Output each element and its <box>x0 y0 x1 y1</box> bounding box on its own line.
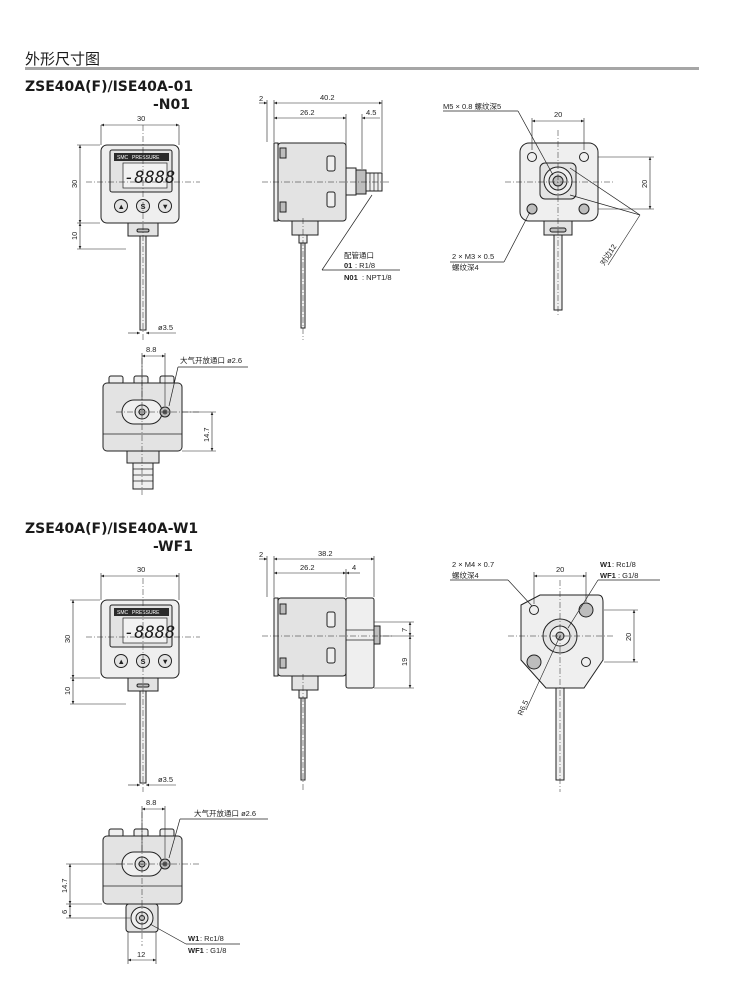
dim-front-b-2: 10 <box>63 687 72 695</box>
dim-side-total-2: 38.2 <box>318 549 333 558</box>
dim-front-b-1: 10 <box>70 232 79 240</box>
dim-side-2-2: 2 <box>259 550 263 559</box>
vent-w1-code: W1 <box>188 934 199 943</box>
dim-side-7-2: 7 <box>400 628 409 632</box>
side-view-1: 2 40.2 26.2 4.5 配管通口 01 : R1/8 N01 : NPT… <box>259 93 400 340</box>
dim-side-26-1: 26.2 <box>300 108 315 117</box>
back-screw-m5: M5 × 0.8 螺纹深5 <box>443 101 501 111</box>
vent-dim-12-2: 12 <box>137 950 145 959</box>
front-btn-left-2: ▲ <box>118 657 125 666</box>
back-w1-val: : Rc1/8 <box>612 560 636 569</box>
back-m4-a: 2 × M4 × 0.7 <box>452 560 494 569</box>
back-view-2: 20 20 2 × M4 × 0.7 螺纹深4 W1 : Rc1/8 WF1 :… <box>450 560 660 792</box>
front-brand-2: SMC <box>117 610 129 616</box>
dim-cable-2: ø3.5 <box>158 775 173 784</box>
back-wf1-val: : G1/8 <box>618 571 638 580</box>
front-display-1: -8888 <box>124 168 175 188</box>
vent-view-1: 8.8 大气开放通口 ø2.6 14.7 <box>102 345 248 495</box>
front-view-1: SMC PRESSURE -8888 ▲ S ▼ 30 30 10 ø3.5 <box>70 114 200 340</box>
dim-side-19-2: 19 <box>400 658 409 666</box>
front-btn-right-1: ▼ <box>162 202 169 211</box>
front-btn-left-1: ▲ <box>118 202 125 211</box>
port-01-code: 01 <box>344 261 352 270</box>
back-dim-w-2: 20 <box>556 565 564 574</box>
vent-dim-147-2: 14.7 <box>60 878 69 893</box>
model-title-1-line2: -N01 <box>153 97 191 113</box>
back-r65: R6.5 <box>516 699 531 717</box>
front-label-2: PRESSURE <box>132 610 160 616</box>
front-brand-1: SMC <box>117 155 129 161</box>
vent-dim-147-1: 14.7 <box>202 427 211 442</box>
dim-side-26-2: 26.2 <box>300 563 315 572</box>
dim-side-total-1: 40.2 <box>320 93 335 102</box>
vent-dim-6-2: 6 <box>60 910 69 914</box>
port-n01-val: : NPT1/8 <box>362 273 392 282</box>
back-wf1-code: WF1 <box>600 571 616 580</box>
dim-front-h-2: 30 <box>63 635 72 643</box>
back-dim-h-2: 20 <box>624 633 633 641</box>
vent-wf1-val: : G1/8 <box>206 946 226 955</box>
model-title-1: ZSE40A(F)/ISE40A-01 -N01 <box>25 78 193 114</box>
model-title-2: ZSE40A(F)/ISE40A-W1 -WF1 <box>25 520 198 556</box>
back-m4-b: 螺纹深4 <box>452 570 479 580</box>
vent-label-1: 大气开放通口 ø2.6 <box>180 355 242 365</box>
title-rule <box>25 67 699 70</box>
port-01-val: : R1/8 <box>355 261 375 270</box>
model-title-2-line1: ZSE40A(F)/ISE40A-W1 <box>25 521 199 537</box>
dim-front-w-1: 30 <box>137 114 145 123</box>
vent-dim-88-2: 8.8 <box>146 798 156 807</box>
vent-label-2: 大气开放通口 ø2.6 <box>194 808 256 818</box>
model-title-1-line1: ZSE40A(F)/ISE40A-01 <box>25 79 194 95</box>
front-label-1: PRESSURE <box>132 155 160 161</box>
model-title-2-line2: -WF1 <box>153 539 193 555</box>
port-callout-1: 配管通口 <box>344 250 374 260</box>
vent-dim-88-1: 8.8 <box>146 345 156 354</box>
back-m3-b: 螺纹深4 <box>452 262 479 272</box>
back-dim-h-1: 20 <box>640 180 649 188</box>
front-btn-right-2: ▼ <box>162 657 169 666</box>
vent-w1-val: : Rc1/8 <box>200 934 224 943</box>
section-title: 外形尺寸图 <box>25 50 101 68</box>
side-view-2: 2 38.2 26.2 4 7 19 <box>259 549 414 792</box>
dim-side-4-2: 4 <box>352 563 356 572</box>
back-w1-code: W1 <box>600 560 611 569</box>
vent-wf1-code: WF1 <box>188 946 204 955</box>
dim-side-45-1: 4.5 <box>366 108 376 117</box>
front-btn-mid-2: S <box>141 657 146 666</box>
vent-view-2: 8.8 大气开放通口 ø2.6 14.7 6 12 W1 : Rc1/8 WF1… <box>60 798 268 964</box>
dim-front-h-1: 30 <box>70 180 79 188</box>
dim-front-w-2: 30 <box>137 565 145 574</box>
port-n01-code: N01 <box>344 273 358 282</box>
front-view-2: SMC PRESSURE -8888 ▲ S ▼ 30 30 10 ø3.5 <box>63 565 200 792</box>
dim-side-2-1: 2 <box>259 94 263 103</box>
dim-cable-1: ø3.5 <box>158 323 173 332</box>
back-dim-w-1: 20 <box>554 110 562 119</box>
front-display-2: -8888 <box>124 623 175 643</box>
back-m3-a: 2 × M3 × 0.5 <box>452 252 494 261</box>
back-hex-1: 对边12 <box>597 242 618 267</box>
back-view-1: 20 20 M5 × 0.8 螺纹深5 2 × M3 × 0.5 螺纹深4 对边… <box>443 101 654 315</box>
